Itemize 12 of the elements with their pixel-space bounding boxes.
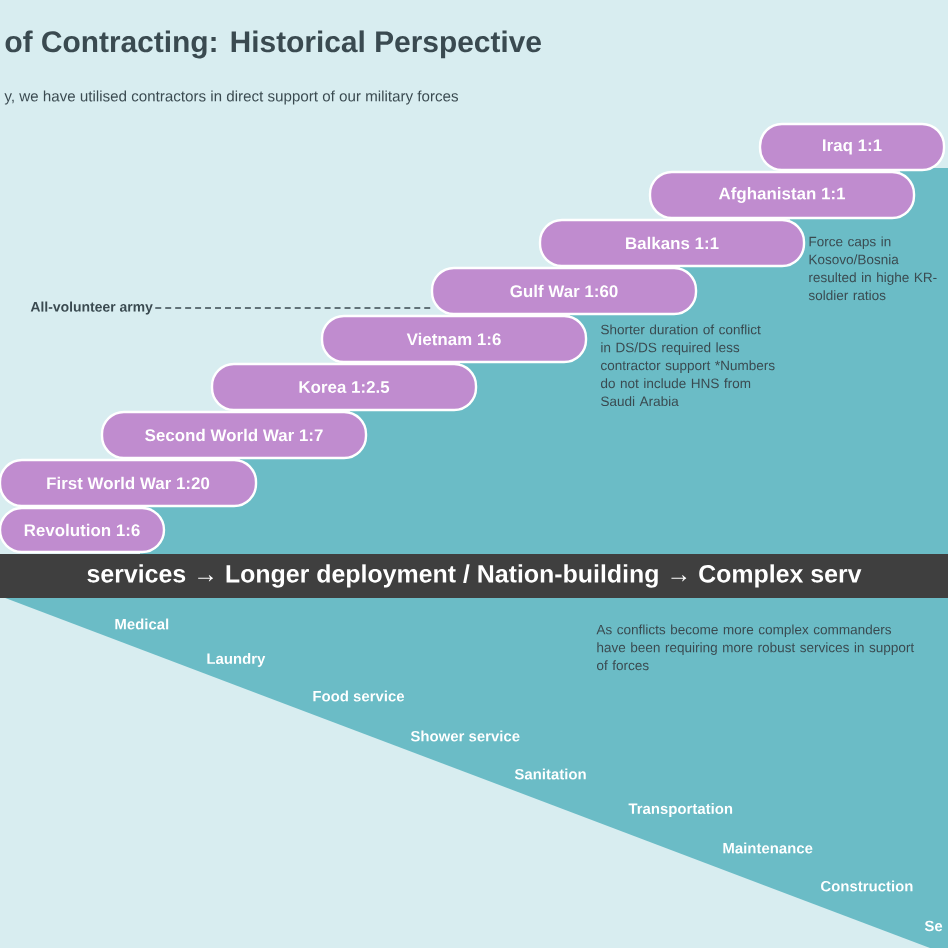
timeline-pill: Second World War 1:7 bbox=[100, 410, 368, 460]
timeline-pill: Korea 1:2.5 bbox=[210, 362, 478, 412]
timeline-pill: Gulf War 1:60 bbox=[430, 266, 698, 316]
timeline-pill: Vietnam 1:6 bbox=[320, 314, 588, 364]
dashed-line bbox=[154, 307, 432, 309]
title: of Contracting: Historical Perspective bbox=[5, 30, 541, 59]
timeline-pill: Revolution 1:6 bbox=[0, 506, 166, 554]
timeline-pill: Balkans 1:1 bbox=[538, 218, 806, 268]
timeline-pill: Iraq 1:1 bbox=[758, 122, 946, 172]
banner: services → Longer deployment / Nation-building → Complex serv bbox=[0, 554, 948, 598]
timeline-pill: Afghanistan 1:1 bbox=[648, 170, 916, 220]
timeline-pill: First World War 1:20 bbox=[0, 458, 258, 508]
